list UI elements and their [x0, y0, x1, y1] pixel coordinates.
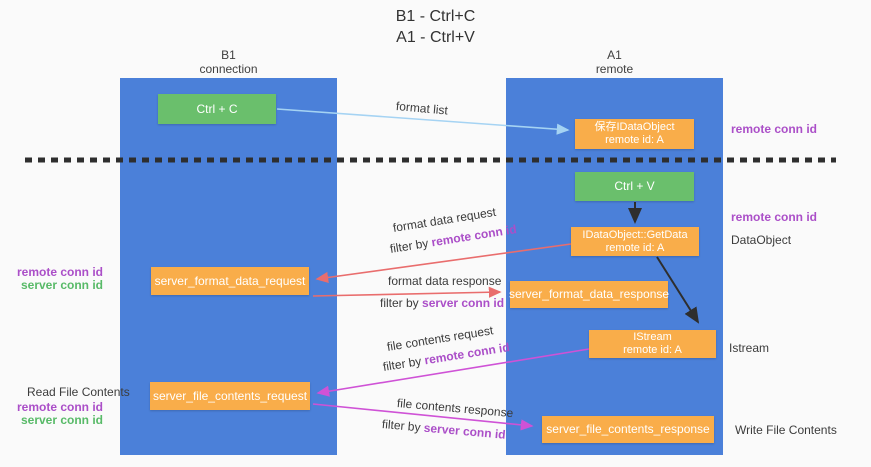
left-conn-id-stack-1: remote conn id server conn id [13, 266, 103, 292]
server-conn-id-key: server conn id [422, 296, 505, 310]
right-remote-conn-id-label-1: remote conn id [731, 122, 818, 136]
server-format-data-request-box: server_format_data_request [151, 267, 309, 295]
ctrl-c-label: Ctrl + C [196, 101, 238, 116]
server-file-contents-request-label: server_file_contents_request [152, 388, 308, 403]
read-file-contents-label: Read File Contents [27, 385, 130, 399]
getdata-to-istream-arrow [656, 256, 700, 324]
diagram-title-line2: A1 - Ctrl+V [396, 29, 475, 46]
ctrl-v-box: Ctrl + V [575, 172, 694, 201]
lane-b1-subtitle: connection [199, 62, 258, 76]
file-contents-response-arrow [312, 403, 534, 431]
getdata-line2: remote id: A [605, 241, 665, 254]
format-data-response-label: format data response [388, 274, 502, 288]
server-format-data-request-label: server_format_data_request [154, 273, 306, 288]
lane-header-b1: B1 connection [120, 48, 337, 76]
lane-header-a1: A1 remote [506, 48, 723, 76]
save-idataobject-line1: 保存IDataObject [594, 121, 675, 133]
write-file-contents-label: Write File Contents [735, 423, 837, 437]
format-data-response-filter-label: filter by server conn id [380, 296, 504, 310]
diagram-title-line1: B1 - Ctrl+C [395, 8, 476, 25]
left-server-conn-id-label-1: server conn id [20, 278, 103, 292]
istream-box: IStream remote id: A [589, 330, 716, 358]
left-server-conn-id-label-2: server conn id [20, 413, 103, 427]
server-file-contents-response-label: server_file_contents_response [546, 422, 710, 436]
filter-by-prefix: filter by [380, 296, 423, 310]
save-idataobject-box: 保存IDataObject remote id: A [575, 119, 694, 149]
istream-line2: remote id: A [623, 344, 682, 356]
format-data-response-arrow [312, 286, 502, 298]
left-remote-conn-id-label-1: remote conn id [16, 265, 103, 279]
dataobject-label: DataObject [731, 233, 792, 247]
left-remote-conn-id-label-2: remote conn id [16, 400, 103, 414]
idataobject-getdata-box: IDataObject::GetData remote id: A [571, 227, 699, 256]
save-idataobject-line2: remote id: A [605, 134, 664, 146]
left-conn-id-stack-2: remote conn id server conn id [13, 401, 103, 427]
ctrl-v-label: Ctrl + V [614, 179, 655, 193]
getdata-line1: IDataObject::GetData [582, 228, 688, 241]
file-contents-request-arrow [316, 348, 590, 397]
istream-side-label: Istream [729, 341, 770, 355]
server-format-data-response-label: server_format_data_response [508, 287, 670, 301]
server-file-contents-response-box: server_file_contents_response [542, 416, 714, 443]
ctrl-c-box: Ctrl + C [158, 94, 276, 124]
lane-a1-subtitle: remote [595, 62, 634, 76]
lane-b1-title: B1 [221, 48, 236, 62]
server-format-data-response-box: server_format_data_response [508, 281, 670, 308]
lane-a1-title: A1 [607, 48, 622, 62]
istream-line1: IStream [633, 331, 672, 343]
format-data-request-arrow [315, 243, 572, 284]
diagram-title: B1 - Ctrl+C A1 - Ctrl+V [0, 6, 871, 48]
right-remote-conn-id-label-2: remote conn id [731, 210, 818, 224]
format-list-arrow [276, 108, 570, 135]
server-file-contents-request-box: server_file_contents_request [150, 382, 310, 410]
